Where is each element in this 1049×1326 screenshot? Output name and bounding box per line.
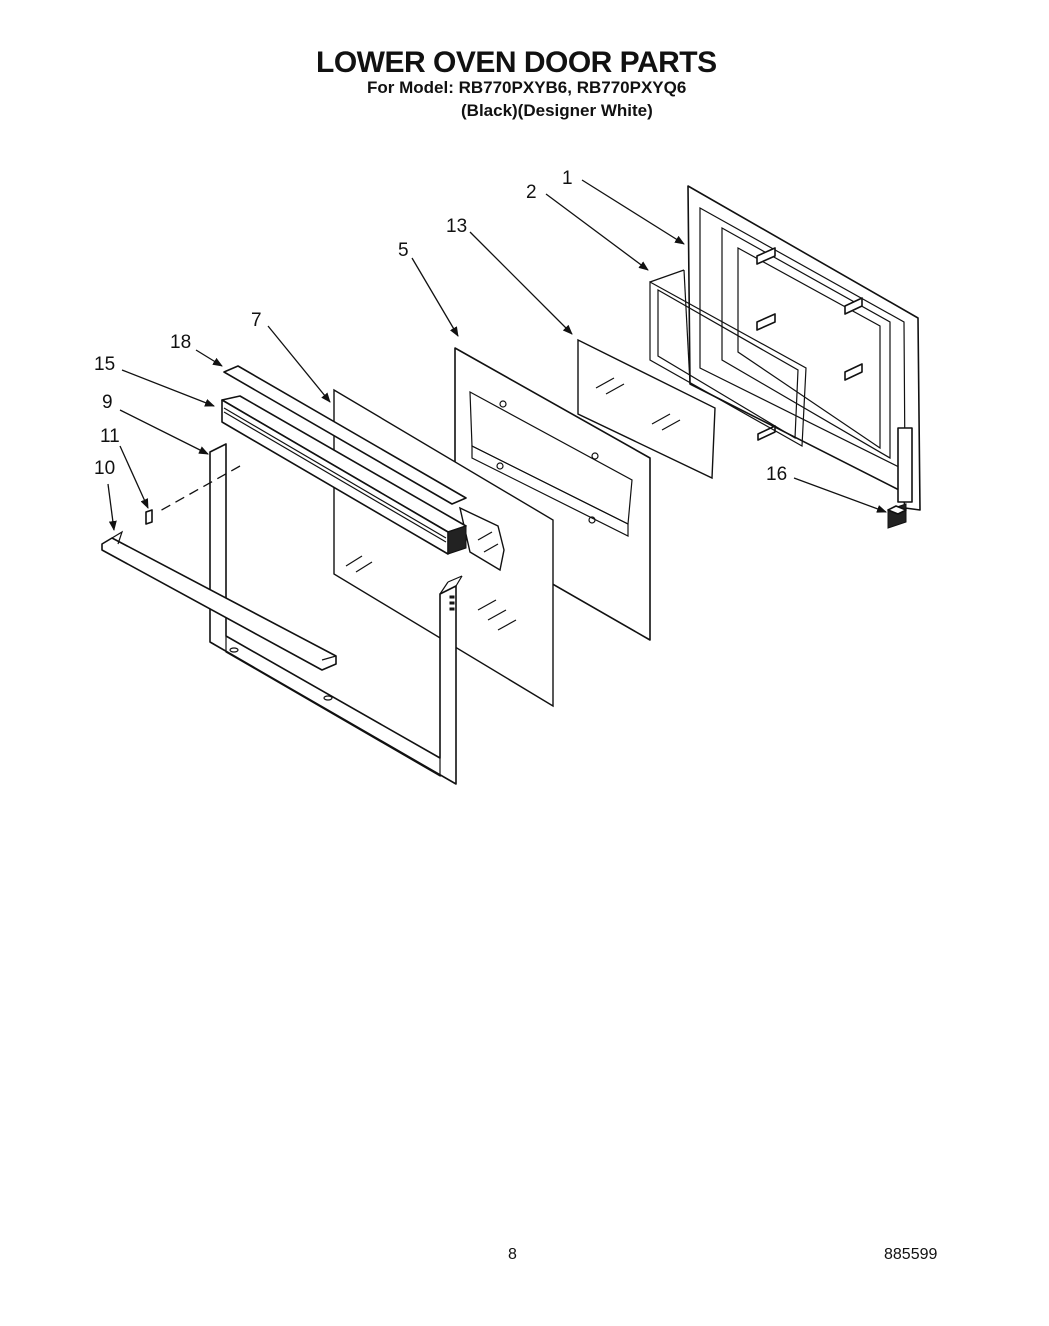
glass-rack-part-2 — [649, 269, 807, 448]
hinge-bracket-part-16 — [887, 503, 907, 529]
callout-leaders — [107, 179, 887, 531]
callout-1: 1 — [562, 168, 573, 189]
variant-line: (Black)(Designer White) — [461, 101, 653, 120]
inner-glass-part-13 — [577, 338, 716, 480]
callout-13: 13 — [446, 216, 467, 237]
model-line: For Model: RB770PXYB6, RB770PXYQ6 — [367, 78, 687, 97]
panel-standoff-pins — [756, 247, 863, 441]
callout-16: 16 — [766, 464, 787, 485]
callout-18: 18 — [170, 332, 191, 353]
page-number: 8 — [508, 1246, 517, 1263]
callout-5: 5 — [398, 240, 409, 261]
callout-9: 9 — [102, 392, 113, 413]
callout-7: 7 — [251, 310, 262, 331]
callout-10: 10 — [94, 458, 115, 479]
door-frame-part-9 — [157, 443, 463, 785]
callout-15: 15 — [94, 354, 115, 375]
page-title: LOWER OVEN DOOR PARTS — [316, 46, 717, 79]
callout-2: 2 — [526, 182, 537, 203]
callout-labels: 1 2 13 5 7 18 15 9 11 10 16 — [94, 168, 787, 485]
clip-part-11 — [145, 509, 153, 525]
callout-11: 11 — [100, 426, 120, 447]
vent-insulator-part-18 — [223, 365, 505, 572]
inner-door-panel-part-1 — [687, 185, 921, 511]
door-handle-part-10 — [101, 530, 337, 671]
top-trim-part-15 — [221, 395, 467, 555]
document-number: 885599 — [884, 1246, 938, 1263]
